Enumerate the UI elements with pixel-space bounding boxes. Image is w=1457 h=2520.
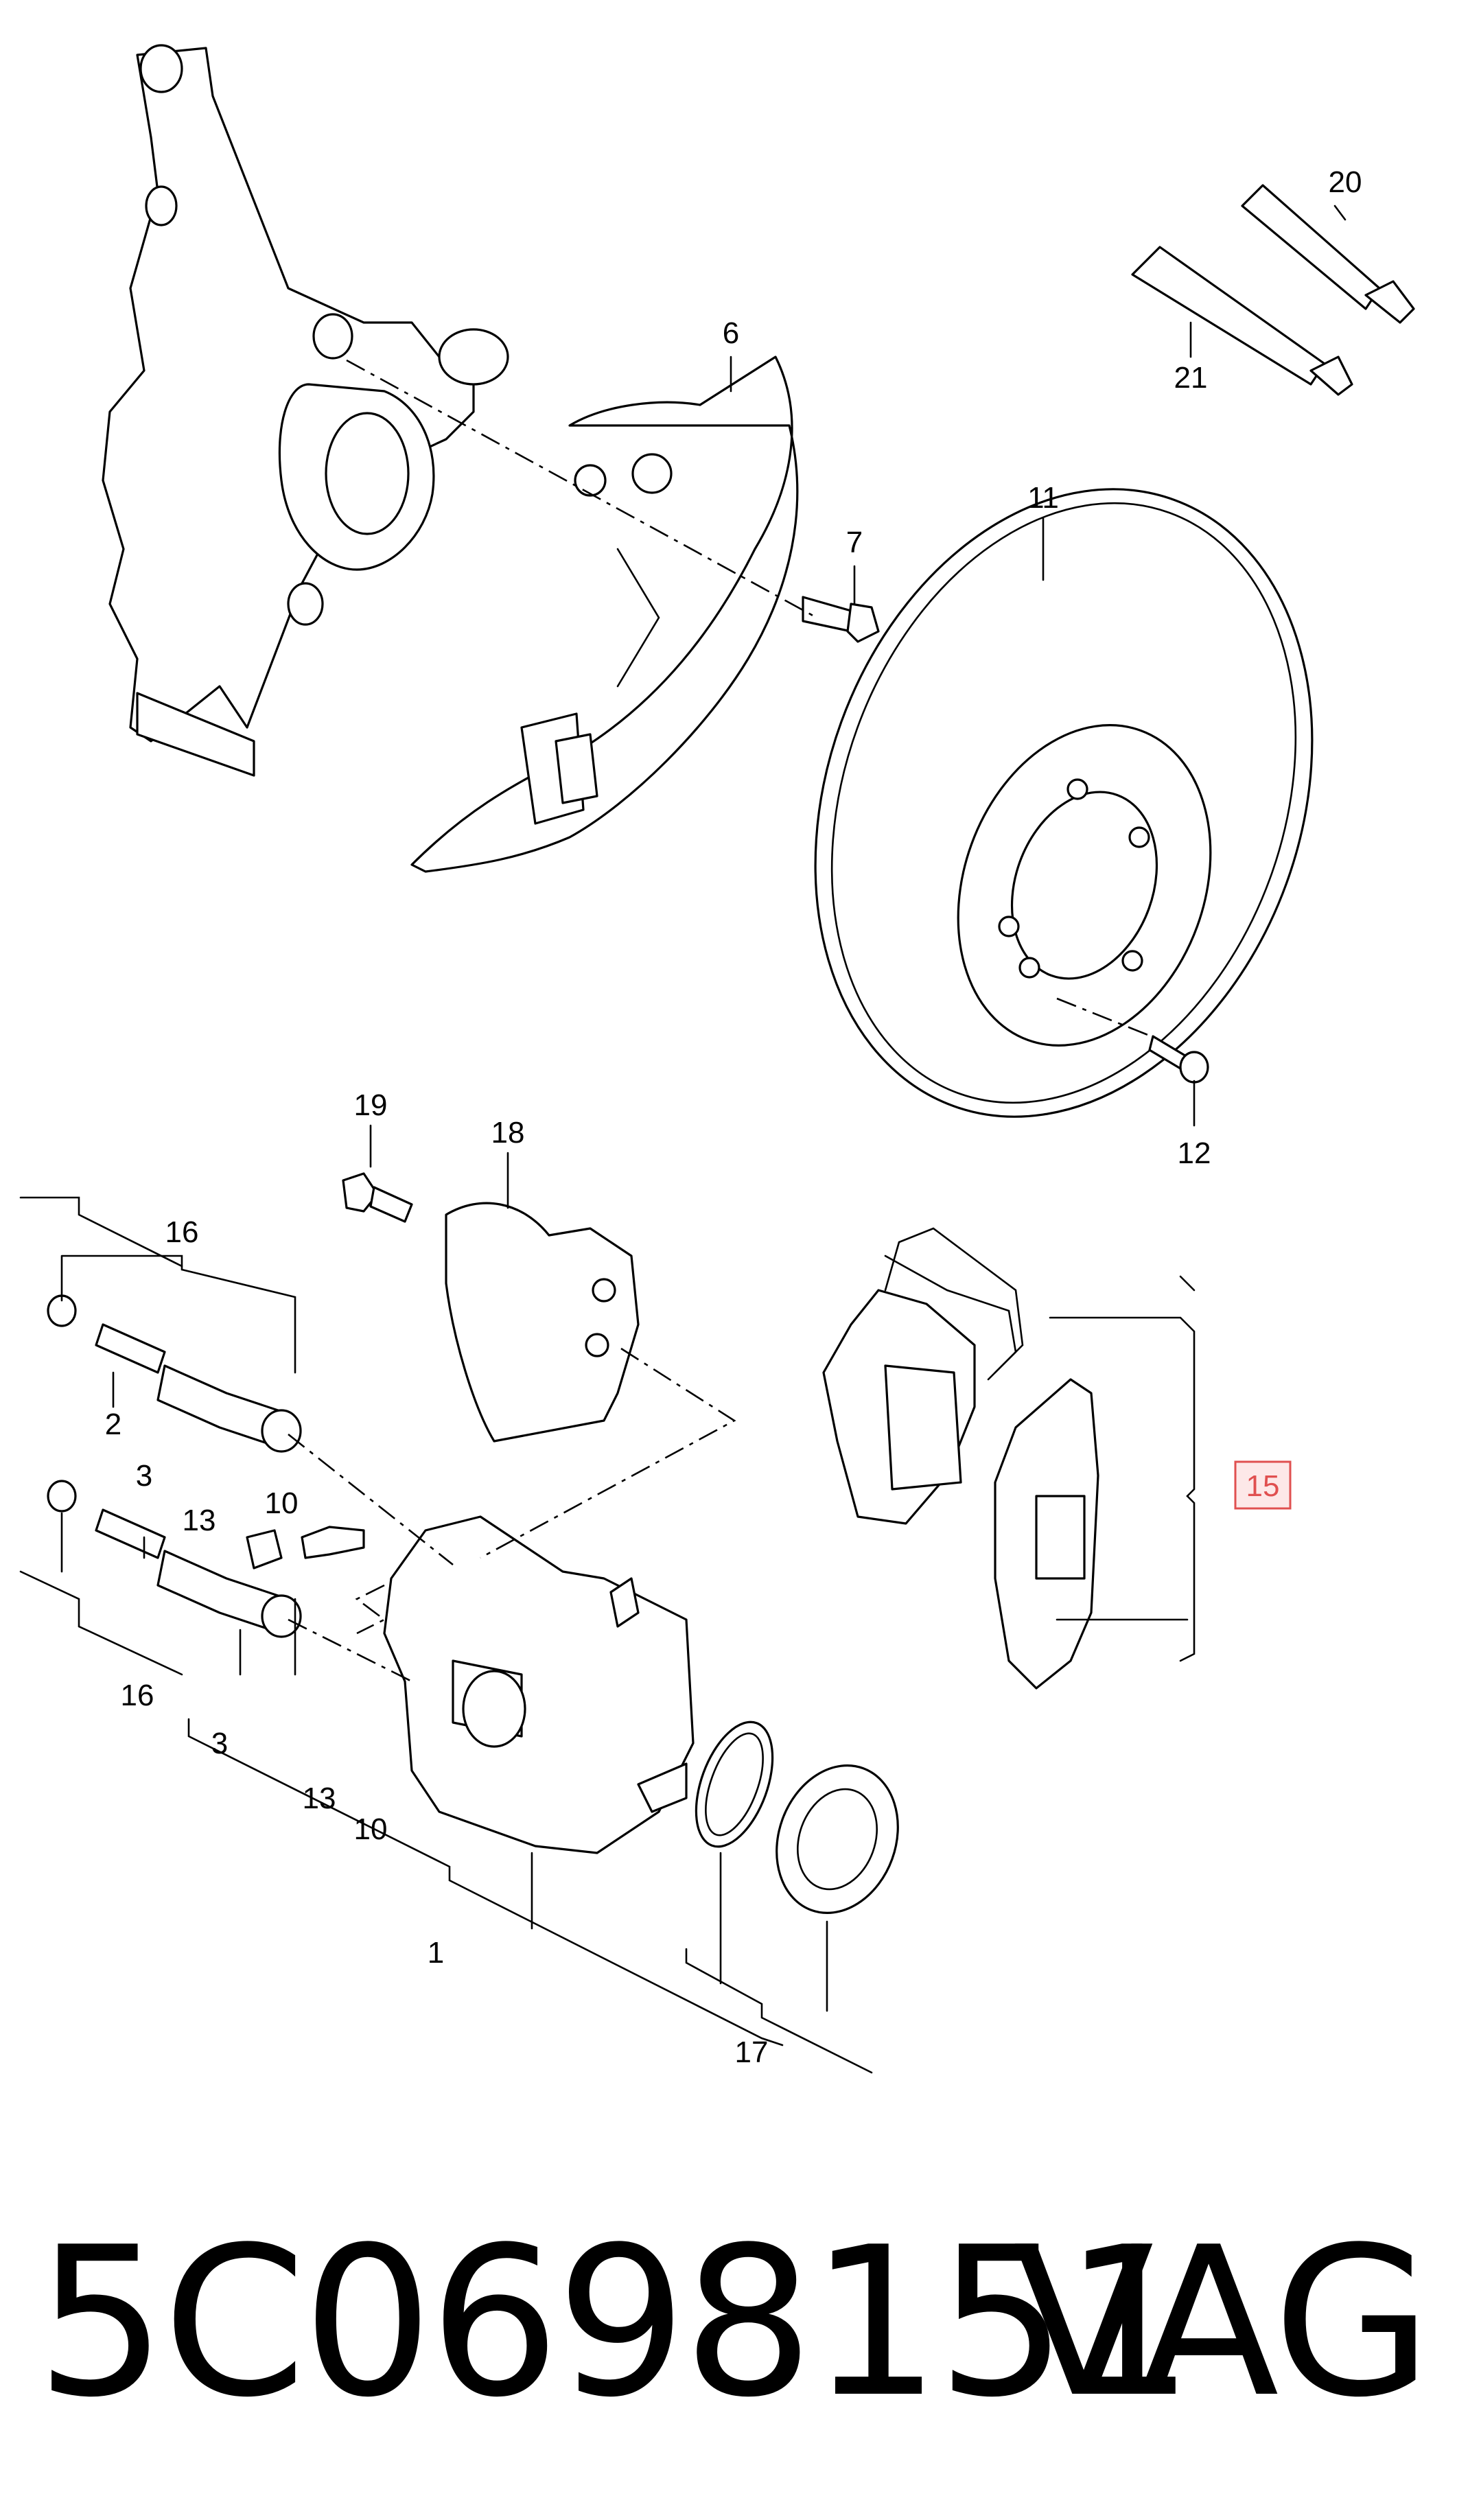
callout-13: 13	[183, 1504, 216, 1537]
callout-13-group: 13	[303, 1782, 336, 1815]
callout-15: 15	[1246, 1469, 1280, 1503]
dust-cap-13	[246, 1529, 283, 1570]
leader-lines	[19, 205, 1347, 2074]
callout-16-top: 16	[165, 1215, 199, 1249]
callout-21: 21	[1174, 361, 1208, 395]
exploded-brake-diagram: 20 21 6 7 11 12 19 18 16 2 3 13 10 16 3 …	[19, 44, 1415, 2074]
callout-6: 6	[723, 316, 739, 350]
grease-tube-21	[1131, 246, 1353, 396]
callout-20: 20	[1329, 165, 1362, 199]
bolt-19	[342, 1172, 413, 1223]
outer-brake-pad	[994, 1378, 1099, 1690]
callout-12: 12	[1178, 1136, 1211, 1170]
assembly-lines	[288, 359, 1161, 1683]
callout-3: 3	[136, 1459, 152, 1493]
guide-pin-2	[47, 1294, 302, 1453]
callout-3-group: 3	[211, 1727, 228, 1760]
bleeder-valve-10	[301, 1526, 365, 1559]
grease-tube-20	[1241, 184, 1415, 324]
callout-1: 1	[428, 1936, 444, 1970]
callout-11: 11	[1027, 481, 1059, 515]
wear-sensor-wire	[884, 1255, 1017, 1381]
callout-16-bottom: 16	[121, 1679, 154, 1712]
callout-17: 17	[735, 2035, 769, 2069]
guide-pin-3	[47, 1480, 302, 1638]
inner-brake-pad	[822, 1227, 1024, 1525]
dust-boot	[776, 1764, 899, 1914]
brake-disc	[814, 488, 1314, 1118]
caliper-heat-shield	[445, 1202, 640, 1443]
callout-2: 2	[105, 1408, 121, 1441]
callout-10-group: 10	[354, 1812, 388, 1846]
brand-name: VAG	[1013, 2203, 1432, 2442]
brake-splash-shield	[410, 355, 799, 873]
callout-15-highlight	[1234, 1460, 1292, 1510]
disc-screw-12	[1148, 1035, 1209, 1084]
callout-10: 10	[265, 1486, 299, 1520]
brake-caliper	[383, 1515, 695, 1854]
callout-7: 7	[846, 526, 863, 559]
callout-19: 19	[354, 1088, 388, 1122]
callouts: 20 21 6 7 11 12 19 18 16 2 3 13 10 16 3 …	[105, 165, 1362, 2069]
callout-18: 18	[491, 1116, 525, 1150]
part-number: 5C0698151	[36, 2203, 1194, 2442]
steering-knuckle	[102, 44, 509, 777]
bolt-7	[802, 596, 880, 643]
piston-seal	[695, 1720, 774, 1848]
